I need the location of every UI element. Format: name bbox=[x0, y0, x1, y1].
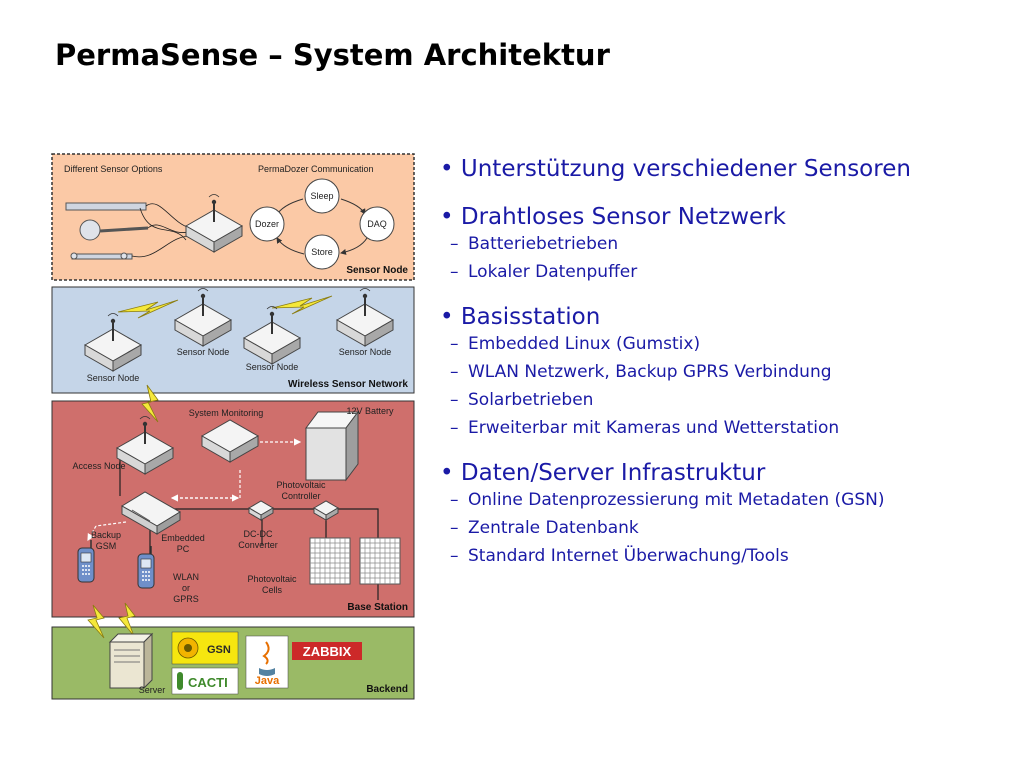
sub-bullet: Solarbetrieben bbox=[440, 390, 1020, 410]
svg-text:GSN: GSN bbox=[207, 644, 231, 656]
bullet-list: Unterstützung verschiedener Sensoren Dra… bbox=[440, 156, 1020, 588]
wsn-node-label: Sensor Node bbox=[339, 347, 392, 357]
bullet-base-station: Basisstation Embedded Linux (Gumstix) WL… bbox=[440, 304, 1020, 438]
svg-text:Java: Java bbox=[255, 675, 280, 687]
sub-bullet: Online Datenprozessierung mit Metadaten … bbox=[440, 490, 1020, 510]
backend-panel-label: Backend bbox=[366, 684, 408, 695]
server-icon bbox=[108, 632, 154, 690]
sub-bullet: Standard Internet Überwachung/Tools bbox=[440, 546, 1020, 566]
gsn-logo: GSN bbox=[171, 631, 239, 665]
battery-label: 12V Battery bbox=[346, 406, 394, 416]
round-sensor bbox=[79, 219, 101, 241]
svg-text:DAQ: DAQ bbox=[367, 219, 387, 229]
battery-icon bbox=[305, 410, 359, 482]
svg-text:CACTI: CACTI bbox=[188, 675, 228, 690]
radio-bolt bbox=[117, 299, 179, 319]
communication-label: PermaDozer Communication bbox=[258, 164, 374, 174]
rod-sensor bbox=[65, 202, 147, 211]
svg-text:Store: Store bbox=[311, 247, 333, 257]
pv-cell-icon bbox=[309, 537, 351, 585]
java-logo: Java bbox=[245, 635, 289, 689]
base-station-panel: Access Node System Monitoring 12V Batter… bbox=[51, 384, 415, 618]
system-monitoring-label: System Monitoring bbox=[189, 408, 264, 418]
state-sleep bbox=[304, 178, 340, 214]
svg-text:ZABBIX: ZABBIX bbox=[303, 644, 352, 659]
sub-bullet: Lokaler Datenpuffer bbox=[440, 262, 1020, 282]
wireless-panel-label: Wireless Sensor Network bbox=[288, 379, 408, 390]
sub-bullet: WLAN Netzwerk, Backup GPRS Verbindung bbox=[440, 362, 1020, 382]
bullet-server: Daten/Server Infrastruktur Online Datenp… bbox=[440, 460, 1020, 566]
state-cycle: Sleep DAQ Store Dozer bbox=[249, 178, 395, 270]
state-daq bbox=[359, 206, 395, 242]
wsn-node-label: Sensor Node bbox=[177, 347, 230, 357]
server-label: Server bbox=[139, 685, 166, 695]
svg-text:Sleep: Sleep bbox=[310, 191, 333, 201]
bullet-text: Drahtloses Sensor Netzwerk bbox=[440, 204, 786, 230]
embedded-pc-icon bbox=[121, 491, 181, 535]
zabbix-logo: ZABBIX bbox=[292, 642, 362, 660]
sensor-node-panel: Different Sensor Options PermaDozer Comm… bbox=[51, 153, 415, 281]
wsn-node-label: Sensor Node bbox=[87, 373, 140, 383]
bullet-text: Basisstation bbox=[440, 304, 600, 330]
pv-cell-icon bbox=[359, 537, 401, 585]
sensor-node-panel-label: Sensor Node bbox=[346, 265, 408, 276]
cacti-logo: CACTI bbox=[171, 667, 239, 695]
state-dozer bbox=[249, 206, 285, 242]
bullet-sensors: Unterstützung verschiedener Sensoren bbox=[440, 156, 1020, 182]
sub-bullet: Erweiterbar mit Kameras und Wetterstatio… bbox=[440, 418, 1020, 438]
sub-bullet: Embedded Linux (Gumstix) bbox=[440, 334, 1020, 354]
radio-bolt bbox=[271, 295, 333, 315]
sub-bullet: Batteriebetrieben bbox=[440, 234, 1020, 254]
wireless-panel: Sensor Node Sensor Node Sensor Node Sens… bbox=[51, 286, 415, 394]
bullet-text: Unterstützung verschiedener Sensoren bbox=[440, 156, 911, 182]
bullet-text: Daten/Server Infrastruktur bbox=[440, 460, 765, 486]
sensor-options-label: Different Sensor Options bbox=[64, 164, 163, 174]
access-node-label: Access Node bbox=[72, 461, 125, 471]
radio-bolt bbox=[87, 604, 105, 639]
radio-bolt bbox=[141, 384, 159, 423]
sub-bullet: Zentrale Datenbank bbox=[440, 518, 1020, 538]
wsn-node-label: Sensor Node bbox=[246, 362, 299, 372]
state-store bbox=[304, 234, 340, 270]
backend-panel: Server GSN CACTI Java ZABBIX Backend bbox=[51, 602, 415, 700]
bullet-wireless: Drahtloses Sensor Netzwerk Batteriebetri… bbox=[440, 204, 1020, 282]
base-station-panel-label: Base Station bbox=[347, 602, 408, 613]
slide-title: PermaSense – System Architektur bbox=[55, 38, 610, 72]
svg-text:Dozer: Dozer bbox=[255, 219, 279, 229]
